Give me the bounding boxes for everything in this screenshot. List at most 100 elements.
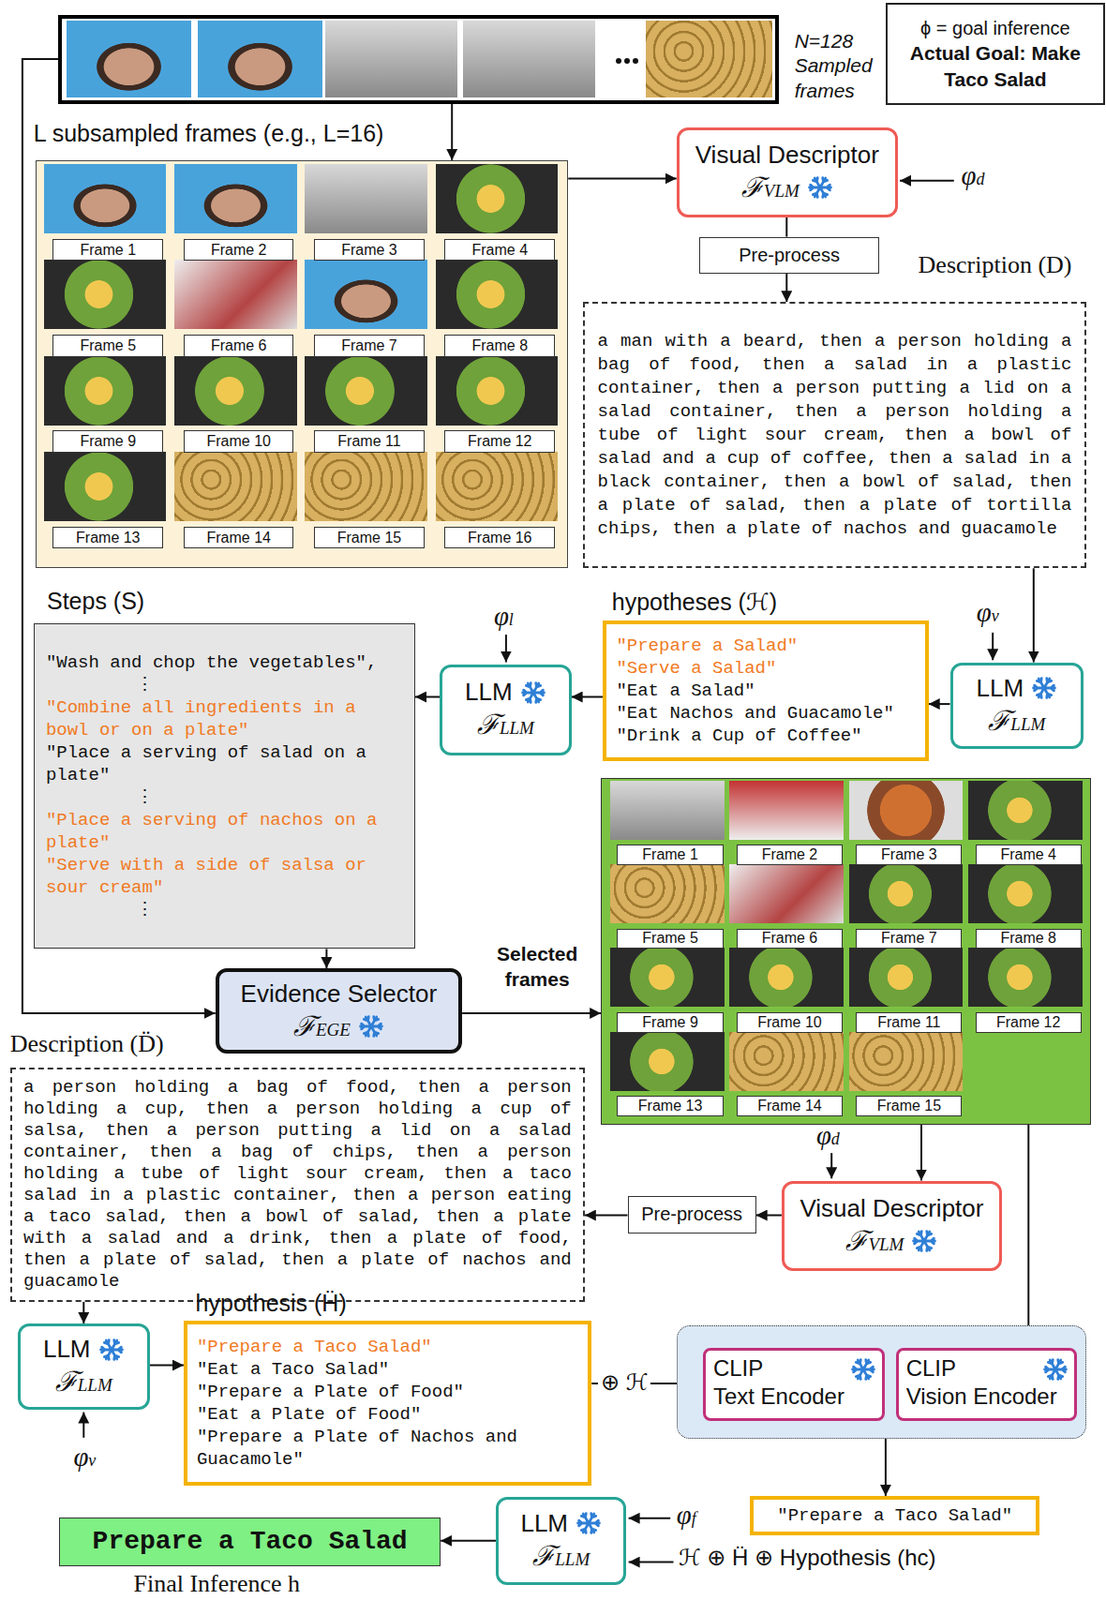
frame-image	[849, 864, 964, 924]
snowflake-icon	[520, 679, 547, 706]
connector	[325, 948, 328, 969]
node-text: Frame 9	[79, 433, 136, 450]
node-text: "Prepare a Taco Salad"	[196, 1335, 579, 1359]
frame-panel: L subsampled frames (e.g., L=16)Frame 1F…	[35, 160, 568, 568]
text-row: LLM	[464, 676, 547, 708]
node-text: Actual Goal: Make Taco Salad	[908, 40, 1083, 92]
connector	[756, 1214, 782, 1217]
node-text: Frame 5	[79, 337, 136, 355]
node-text: Frame 4	[1000, 846, 1057, 864]
node-text: ℱLLM	[532, 1539, 590, 1574]
frame-image	[304, 259, 428, 329]
ellipsis-dot	[624, 58, 630, 64]
node-text: a person holding a bag of food, then a p…	[23, 1076, 572, 1293]
snowflake-icon	[1042, 1356, 1069, 1383]
connector	[567, 178, 676, 180]
text-row: LLM	[43, 1333, 125, 1365]
node-text: ϕ = goal inference	[920, 15, 1071, 41]
node-text: "Combine all ingredients in a bowl or on…	[45, 696, 404, 742]
frame-label: Frame 13	[52, 526, 164, 550]
leader-arrow	[505, 634, 508, 662]
frame-image	[174, 451, 298, 522]
llm-box: LLMℱLLM	[950, 662, 1085, 750]
frame-label: Frame 6	[736, 928, 843, 950]
frame-label: Frame 5	[52, 334, 164, 358]
node-text: Frame 16	[467, 529, 532, 547]
llm-box: LLMℱLLM	[495, 1496, 627, 1585]
frame-label: Frame 9	[52, 430, 164, 453]
leader-arrow	[82, 1412, 85, 1438]
node-text: Frame 13	[638, 1097, 703, 1115]
node-text: "Drink a Cup of Coffee"	[615, 724, 915, 748]
node-text: ℱLLM	[987, 703, 1046, 739]
snowflake-stroke	[851, 1360, 874, 1380]
node-heading: hypotheses (ℋ)	[612, 587, 778, 616]
node-text: "Prepare a Taco Salad"	[777, 1505, 1013, 1526]
text-row: ℱEGE	[293, 1009, 385, 1045]
snowflake-icon	[850, 1356, 877, 1383]
node-text: Frame 12	[467, 433, 532, 450]
node-text: ⋮	[45, 786, 404, 809]
leader-arrow	[899, 179, 955, 182]
frame-label: Frame 7	[313, 334, 425, 358]
frame-image	[849, 1031, 964, 1092]
node-text: Frame 10	[206, 433, 270, 450]
frame-label: Frame 8	[975, 928, 1082, 950]
node-text: ℱVLM	[741, 170, 800, 206]
leader-arrow	[628, 1517, 672, 1520]
node-heading: hypothesis (Ḧ)	[195, 1288, 347, 1317]
node-text: "Eat a Salad"	[615, 679, 915, 703]
node-text: LLM	[43, 1333, 91, 1365]
snowflake-stroke	[1045, 1360, 1067, 1380]
frame-label: Frame 11	[855, 1012, 962, 1033]
connector	[462, 1012, 601, 1015]
snowflake-stroke	[808, 178, 831, 198]
node-text: "Place a serving of salad on a plate"	[45, 741, 404, 787]
frame-image	[610, 1031, 725, 1092]
node-heading: Description (D̈)	[10, 1029, 165, 1059]
node-text: ⋮	[45, 673, 404, 697]
node-text: Pre-process	[738, 244, 840, 267]
frame-image	[435, 451, 559, 522]
connector	[928, 702, 951, 705]
connector	[571, 696, 604, 699]
frame-label: Frame 10	[736, 1012, 843, 1033]
clip-encoder-box: CLIP Vision Encoder	[896, 1347, 1078, 1421]
frame-label: Frame 3	[313, 239, 425, 262]
prompt-label: φv	[976, 597, 1000, 628]
node-text: Frame 8	[471, 337, 528, 355]
leader-arrow	[991, 632, 994, 660]
vlm-box: Visual DescriptorℱVLM	[781, 1180, 1002, 1272]
node-text: Frame 6	[762, 929, 819, 947]
text-row: LLM	[976, 672, 1059, 704]
llm-box: LLMℱLLM	[17, 1323, 151, 1411]
frame-label: Frame 3	[855, 844, 962, 866]
node-text: Frame 11	[337, 433, 401, 450]
frame-image	[304, 451, 428, 522]
node-text: Frame 1	[79, 241, 136, 259]
prompt-label: φf	[676, 1499, 697, 1531]
node-text: Frame 15	[877, 1097, 942, 1115]
preprocess-box: Pre-process	[699, 237, 881, 274]
snowflake-stroke	[359, 1016, 382, 1037]
prompt-label: φv	[73, 1441, 96, 1473]
node-text: Frame 3	[881, 846, 938, 864]
frame-image	[435, 356, 559, 426]
snowflake-icon	[98, 1336, 125, 1363]
connector	[450, 104, 453, 161]
node-text: LLM	[464, 676, 513, 708]
ellipsis-dot	[615, 58, 622, 64]
node-text: Frame 4	[471, 241, 528, 259]
node-text: Frame 9	[642, 1014, 699, 1032]
frame-image	[729, 1031, 844, 1092]
frame-label: Frame 7	[855, 928, 962, 950]
frame-image	[435, 259, 559, 329]
node-text: Frame 11	[877, 1014, 941, 1032]
frame-image	[610, 947, 725, 1007]
node-text: Frame 14	[757, 1097, 822, 1115]
frame-label: Frame 6	[183, 334, 295, 358]
connector	[149, 1364, 184, 1367]
node-text: ℱVLM	[845, 1224, 904, 1259]
frame-label: Frame 4	[444, 239, 555, 262]
frame-image	[325, 20, 459, 98]
